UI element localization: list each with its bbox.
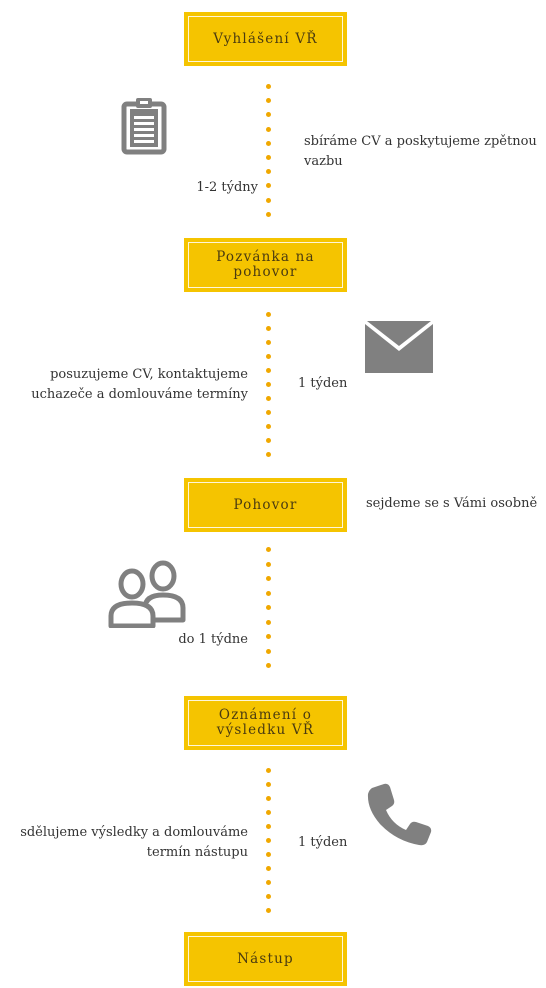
connector-dot bbox=[265, 576, 271, 581]
connector-dot bbox=[265, 84, 271, 89]
step-duration: do 1 týdne bbox=[178, 632, 248, 647]
connector-dot bbox=[265, 894, 271, 899]
connector-dot bbox=[265, 648, 271, 654]
connector-dot bbox=[265, 880, 271, 885]
stage-box-oznameni: Oznámení o výsledku VŘ bbox=[184, 696, 347, 750]
connector-dot bbox=[265, 768, 271, 773]
connector-dot bbox=[265, 782, 271, 787]
stage-box-nastup: Nástup bbox=[184, 932, 347, 986]
connector-dot bbox=[265, 326, 271, 331]
step-duration: 1-2 týdny bbox=[196, 180, 258, 195]
stage-box-pohovor: Pohovor bbox=[184, 478, 347, 532]
connector-dot bbox=[265, 838, 271, 843]
connector-dot bbox=[265, 396, 271, 401]
connector-dot bbox=[265, 634, 271, 639]
connector-dot bbox=[265, 354, 271, 359]
step-description: sbíráme CV a poskytujeme zpětnou vazbu bbox=[304, 134, 537, 169]
step-description: posuzujeme CV, kontaktujeme uchazeče a d… bbox=[31, 367, 248, 402]
connector-dot bbox=[265, 908, 271, 913]
connector-dot bbox=[265, 424, 271, 429]
step-duration: 1 týden bbox=[298, 835, 348, 850]
clipboard-icon bbox=[121, 98, 167, 155]
stage-label: Pohovor bbox=[233, 496, 298, 513]
stage-label: Vyhlášení VŘ bbox=[213, 30, 318, 47]
connector-dot bbox=[265, 169, 271, 175]
stage-box-pozvanka: Pozvánka na pohovor bbox=[184, 238, 347, 292]
connector-dot bbox=[265, 810, 271, 815]
connector-dot bbox=[265, 382, 271, 387]
connector-dot bbox=[265, 866, 271, 871]
connector-dot bbox=[265, 438, 271, 443]
connector-dot bbox=[265, 547, 271, 552]
connector-dot bbox=[265, 605, 271, 610]
connector-dot bbox=[265, 619, 271, 625]
connector-dot bbox=[265, 590, 271, 596]
envelope-icon bbox=[365, 321, 433, 373]
connector-dot bbox=[265, 824, 271, 829]
connector-dot bbox=[265, 368, 271, 373]
connector-dot bbox=[265, 796, 271, 801]
connector-dot bbox=[265, 340, 271, 345]
stage-label: Pozvánka na pohovor bbox=[216, 249, 315, 280]
stage-label: Nástup bbox=[237, 950, 294, 967]
connector-dot bbox=[265, 140, 271, 146]
connector-dot bbox=[265, 112, 271, 118]
connector-dot bbox=[265, 126, 271, 132]
connector-dot bbox=[265, 197, 271, 203]
step-duration: 1 týden bbox=[298, 376, 348, 391]
connector-dot bbox=[265, 561, 271, 567]
connector-dot bbox=[265, 155, 271, 160]
connector-dot bbox=[265, 410, 271, 415]
connector-dot bbox=[265, 211, 271, 217]
connector-dot bbox=[265, 183, 271, 189]
people-icon bbox=[108, 560, 186, 628]
connector-dot bbox=[265, 852, 271, 857]
connector-dot bbox=[265, 312, 271, 317]
stage-box-vyhlaseni: Vyhlášení VŘ bbox=[184, 12, 347, 66]
phone-icon bbox=[367, 783, 432, 846]
step-description: sdělujeme výsledky a domlouváme termín n… bbox=[20, 825, 248, 860]
connector-dot bbox=[265, 663, 271, 668]
step-description: sejdeme se s Vámi osobně bbox=[366, 496, 538, 511]
stage-label: Oznámení o výsledku VŘ bbox=[216, 707, 315, 738]
connector-dot bbox=[265, 98, 271, 104]
connector-dot bbox=[265, 452, 271, 457]
